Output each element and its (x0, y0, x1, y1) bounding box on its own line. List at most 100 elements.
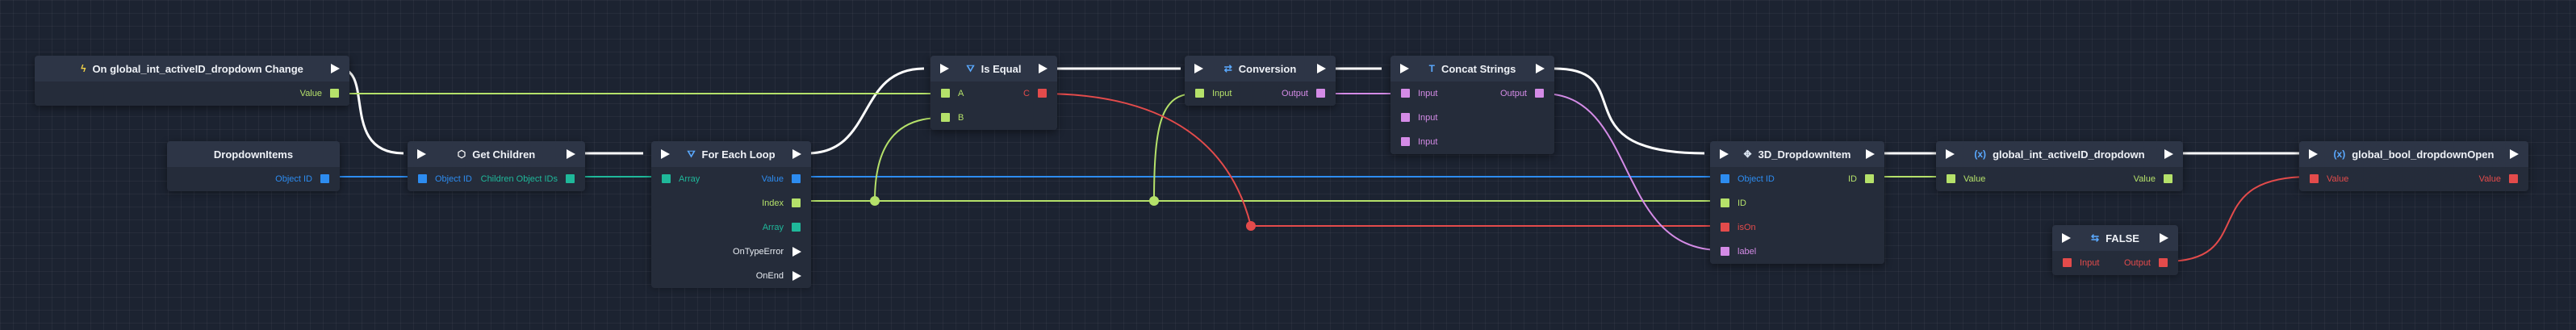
reroute-junction[interactable] (1149, 196, 1159, 206)
node-body: Input Output (2052, 251, 2178, 275)
exec-out-port[interactable] (792, 149, 801, 159)
exec-out-port[interactable] (331, 64, 340, 73)
exec-out-port[interactable] (1317, 64, 1326, 73)
exec-in-port[interactable] (1946, 149, 1955, 159)
input-port[interactable] (1401, 113, 1410, 122)
array-in-port[interactable] (662, 174, 671, 183)
id-out-port[interactable] (1865, 174, 1874, 183)
children-ids-label: Children Object IDs (480, 174, 558, 184)
c-out-port[interactable] (1038, 89, 1047, 98)
wire-isequal-c-to-ison (1040, 93, 1721, 227)
exec-in-port[interactable] (1194, 64, 1203, 73)
exec-in-port[interactable] (1400, 64, 1409, 73)
variable-icon: (x) (1974, 148, 1987, 160)
input-port[interactable] (1195, 89, 1204, 98)
object-id-in-port[interactable] (1721, 174, 1729, 183)
children-out-port[interactable] (566, 174, 575, 183)
value-out-port[interactable] (330, 89, 339, 98)
exec-out-port[interactable] (567, 149, 575, 159)
value-out-port[interactable] (2164, 174, 2172, 183)
node-body: Input Output Input Input (1390, 81, 1554, 154)
id-label: ID (1738, 198, 1746, 208)
funnel-icon: ⛛ (687, 148, 696, 160)
object-id-out-port[interactable] (320, 174, 329, 183)
node-title: FALSE (2106, 232, 2139, 244)
exec-out-port[interactable] (2164, 149, 2173, 159)
node-is-equal[interactable]: ⛛ Is Equal A C B (930, 56, 1057, 130)
exec-in-port[interactable] (661, 149, 670, 159)
output-port[interactable] (1316, 89, 1325, 98)
value-out-port[interactable] (792, 174, 801, 183)
reroute-junction[interactable] (870, 196, 880, 206)
on-type-error-label: OnTypeError (733, 247, 784, 257)
node-title: Conversion (1238, 62, 1297, 75)
node-conversion[interactable]: ⇄ Conversion Input Output (1185, 56, 1336, 106)
node-get-children[interactable]: ⬡ Get Children Object ID Children Object… (408, 141, 585, 191)
value-in-port[interactable] (2310, 174, 2319, 183)
variable-icon: (x) (2333, 148, 2346, 160)
funnel-icon: ⛛ (966, 62, 975, 74)
exec-in-port[interactable] (940, 64, 949, 73)
node-for-each-loop[interactable]: ⛛ For Each Loop Array Value Index Array … (651, 141, 811, 288)
node-header: ⬡ Get Children (408, 141, 585, 167)
exec-in-port[interactable] (417, 149, 426, 159)
output-port[interactable] (2159, 258, 2168, 267)
node-title: Get Children (472, 148, 536, 161)
b-label: B (958, 113, 964, 123)
exec-out-port[interactable] (2160, 233, 2168, 243)
node-body: Object ID ID ID isOn label (1710, 167, 1884, 264)
exec-out-port[interactable] (1039, 64, 1048, 73)
node-header: T Concat Strings (1390, 56, 1554, 81)
component-icon: ✥ (1743, 148, 1752, 160)
output-port[interactable] (1535, 89, 1544, 98)
b-in-port[interactable] (941, 113, 950, 122)
output-label: Output (1281, 89, 1308, 98)
node-body: A C B (930, 81, 1057, 130)
node-title: global_int_activeID_dropdown (1993, 148, 2145, 161)
object-id-label: Object ID (1738, 174, 1775, 184)
a-in-port[interactable] (941, 89, 950, 98)
label-in-port[interactable] (1721, 247, 1729, 256)
ison-in-port[interactable] (1721, 223, 1729, 232)
value-out-label: Value (2133, 174, 2156, 184)
exec-in-port[interactable] (2309, 149, 2318, 159)
value-in-port[interactable] (1947, 174, 1955, 183)
exec-out-port[interactable] (2510, 149, 2519, 159)
index-label: Index (762, 198, 784, 208)
value-out-port[interactable] (2509, 174, 2518, 183)
a-label: A (958, 89, 964, 98)
id-in-port[interactable] (1721, 198, 1729, 207)
node-on-change[interactable]: ϟ On global_int_activeID_dropdown Change… (35, 56, 349, 106)
node-concat-strings[interactable]: T Concat Strings Input Output Input Inpu… (1390, 56, 1554, 154)
node-false[interactable]: ⇆ FALSE Input Output (2052, 225, 2178, 275)
node-header: DropdownItems (167, 141, 340, 167)
exec-in-port[interactable] (1720, 149, 1729, 159)
input-label: Input (2080, 258, 2100, 268)
node-header: ⇄ Conversion (1185, 56, 1336, 81)
exec-in-port[interactable] (2062, 233, 2071, 243)
exec-out-port[interactable] (1866, 149, 1875, 159)
input-port[interactable] (2063, 258, 2072, 267)
output-label: Output (1499, 89, 1527, 98)
array-out-port[interactable] (792, 223, 801, 232)
node-dropdown-items[interactable]: DropdownItems Object ID (167, 141, 340, 191)
index-out-port[interactable] (792, 198, 801, 207)
on-end-exec-port[interactable] (792, 271, 801, 281)
wire-false-to-globalbool (2165, 176, 2310, 262)
exec-out-port[interactable] (1536, 64, 1545, 73)
input-label: Input (1418, 113, 1438, 123)
node-title: 3D_DropdownItem (1758, 148, 1851, 161)
input-port[interactable] (1401, 89, 1410, 98)
output-label: Output (2123, 258, 2151, 268)
node-global-bool[interactable]: (x) global_bool_dropdownOpen Value Value (2299, 141, 2528, 191)
input-port[interactable] (1401, 137, 1410, 146)
node-header: ϟ On global_int_activeID_dropdown Change (35, 56, 349, 81)
node-3d-dropdown-item[interactable]: ✥ 3D_DropdownItem Object ID ID ID isOn l… (1710, 141, 1884, 264)
value-out-label: Value (2478, 174, 2501, 184)
node-global-int[interactable]: (x) global_int_activeID_dropdown Value V… (1936, 141, 2183, 191)
on-type-error-exec-port[interactable] (792, 247, 801, 257)
reroute-junction[interactable] (1246, 221, 1256, 231)
value-label: Value (299, 89, 322, 98)
object-id-in-port[interactable] (418, 174, 427, 183)
node-body: Array Value Index Array OnTypeError OnEn… (651, 167, 811, 288)
